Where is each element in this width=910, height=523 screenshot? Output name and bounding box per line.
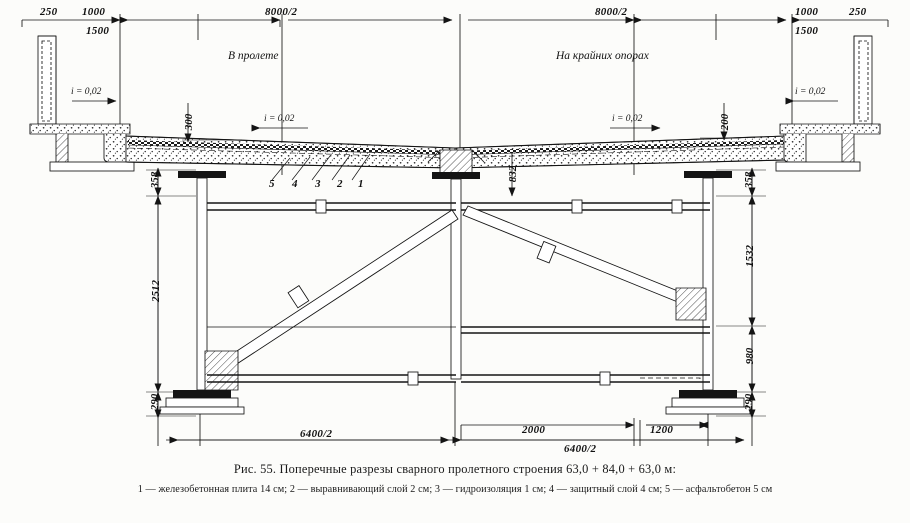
slope-arrows: [72, 97, 838, 132]
left-sidewalk-slab: [29, 123, 135, 172]
dim-bottom-right-half: 6400/2: [564, 443, 597, 455]
slope-left-outer: i = 0,02: [71, 87, 102, 97]
right-vertical-dimensions: [716, 167, 766, 446]
label-section-in-span: В пролете: [228, 50, 279, 62]
dim-deck-middle-832: 832: [507, 165, 519, 183]
figure-caption-title: Рис. 55. Поперечные разрезы сварного про…: [233, 462, 677, 476]
slope-left-inner: i = 0,02: [264, 114, 295, 124]
dim-deck-right-200: 200: [719, 113, 731, 131]
layer-callout-5: 5: [269, 178, 275, 190]
layer-callout-2: 2: [337, 178, 343, 190]
dim-right-358: 358: [743, 171, 755, 189]
dim-left-358: 358: [149, 171, 161, 189]
main-girder-center: [432, 172, 480, 380]
slope-right-inner: i = 0,02: [612, 114, 643, 124]
dim-left-half-span: 8000/2: [265, 6, 298, 18]
layer-callout-4: 4: [292, 178, 298, 190]
deck-thickness-dimensions: [182, 103, 740, 197]
left-vertical-dimensions: [146, 167, 196, 446]
cross-bracing-right: [461, 199, 710, 386]
left-parapet: [37, 35, 57, 125]
dim-right-half-span: 8000/2: [595, 6, 628, 18]
dim-bottom-left-half: 6400/2: [300, 428, 333, 440]
dim-right-1000: 1000: [795, 6, 819, 18]
dim-left-2512: 2512: [150, 280, 162, 302]
dim-bottom-1200: 1200: [650, 424, 674, 436]
dim-left-250: 250: [40, 6, 58, 18]
dim-bottom-2000: 2000: [522, 424, 546, 436]
dim-left-290: 290: [149, 393, 161, 411]
dim-right-1532: 1532: [744, 245, 756, 267]
dim-deck-left-300: 300: [183, 113, 195, 131]
dim-right-1500: 1500: [795, 25, 819, 37]
layer-callout-leaders: [271, 153, 371, 181]
right-sidewalk-slab: [775, 123, 881, 172]
dim-left-1000: 1000: [82, 6, 106, 18]
deck-slab-left: [125, 135, 456, 169]
cross-bracing-left: [204, 199, 459, 391]
dim-right-250: 250: [849, 6, 867, 18]
main-girder-left: [159, 171, 245, 415]
dim-right-980: 980: [744, 347, 756, 365]
slope-right-outer: i = 0,02: [795, 87, 826, 97]
layer-callout-3: 3: [315, 178, 321, 190]
deck-slab-right: [454, 135, 787, 169]
dim-left-1500: 1500: [86, 25, 110, 37]
right-parapet: [853, 35, 873, 125]
layer-callout-1: 1: [358, 178, 364, 190]
figure-caption-legend: 1 — железобетонная плита 14 см; 2 — выра…: [137, 484, 773, 495]
dim-right-290: 290: [743, 393, 755, 411]
bottom-dimension-chain: [166, 382, 745, 446]
label-section-at-end-supports: На крайних опорах: [556, 50, 649, 62]
